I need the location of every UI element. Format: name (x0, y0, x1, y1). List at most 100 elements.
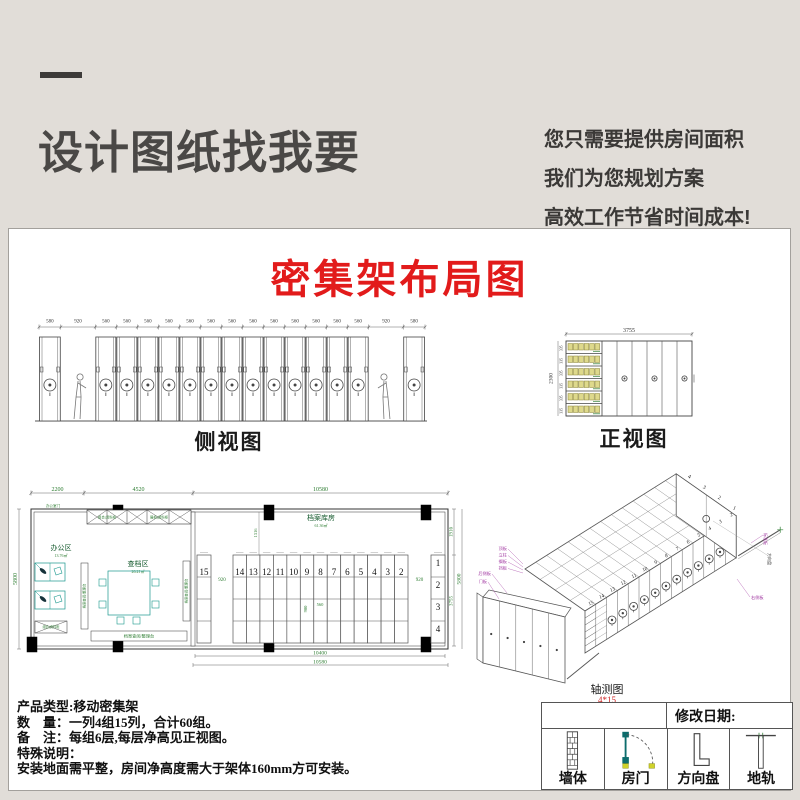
line-shape (168, 509, 192, 525)
rect-shape (238, 366, 242, 373)
circle-shape (693, 561, 703, 570)
column-number: 4 (372, 567, 377, 577)
legend-label-wheel: 方向盘 (677, 772, 720, 787)
front-width-dim: 3755 (623, 328, 635, 334)
circle-shape (246, 378, 260, 392)
front-layer-dim: 335 (560, 383, 564, 389)
rect-shape (243, 366, 247, 373)
iso-row-number: 3 (702, 484, 707, 491)
circle-shape (610, 618, 614, 622)
column-number: 9 (305, 567, 310, 577)
rect-shape (259, 366, 263, 373)
column-number: 14 (235, 567, 245, 577)
sheet-title: 密集架布局图 (270, 257, 529, 302)
line-shape (491, 573, 508, 594)
rect-shape (190, 511, 196, 647)
rect-shape (573, 380, 579, 388)
rect-shape (112, 366, 116, 373)
legend-cell-rail: 地轨 (730, 729, 792, 789)
rect-shape (201, 366, 205, 373)
iso-col-number: 6 (686, 539, 691, 546)
line-shape (712, 520, 768, 556)
line-shape (34, 620, 68, 634)
circle-shape (351, 378, 365, 392)
row-number: 4 (436, 624, 441, 634)
rect-shape (420, 504, 432, 521)
iso-col-number: 14 (598, 593, 605, 601)
circle-shape (490, 632, 493, 636)
column-number: 2 (399, 567, 404, 577)
circle-shape (225, 378, 239, 392)
line-shape (146, 509, 170, 525)
circle-shape (651, 375, 658, 382)
circle-shape (314, 383, 318, 387)
room-area: 13.76㎡ (55, 552, 68, 558)
iso-part-label: 右侧板 (751, 594, 764, 601)
circle-shape (412, 383, 416, 387)
circle-shape (330, 378, 344, 392)
column-number: 12 (262, 567, 271, 577)
line-shape (690, 332, 694, 336)
note-line-1: 产品类型:移动密集架 (17, 699, 139, 714)
line-shape (37, 325, 41, 329)
line-shape (126, 509, 148, 525)
rect-shape (86, 509, 192, 525)
circle-shape (335, 383, 339, 387)
side-dim-label: 560 (123, 320, 131, 325)
line-shape (737, 529, 781, 557)
iso-part-label: 顶板 (499, 545, 508, 552)
wall-icon (566, 731, 579, 770)
legend-label-wall: 墙体 (558, 772, 587, 787)
column-number: 13 (249, 567, 259, 577)
circle-shape (683, 377, 686, 380)
line-shape (738, 532, 781, 560)
circle-shape (621, 611, 625, 615)
iso-col-number: 2 (729, 512, 734, 519)
tagline-line-1: 您只需要提供房间面积 (544, 129, 744, 151)
rect-shape (594, 405, 600, 413)
circle-shape (167, 383, 171, 387)
tagline-line-2: 我们为您规划方案 (544, 168, 704, 190)
rect-shape (117, 366, 121, 373)
line-shape (106, 509, 128, 525)
iso-col-number: 4 (708, 525, 713, 532)
line-shape (346, 325, 350, 329)
rect-shape (180, 366, 184, 373)
circle-shape (183, 378, 197, 392)
legend-table: 修改日期: 墙体 (541, 702, 793, 790)
circle-shape (718, 550, 722, 554)
front-layer-dim: 335 (560, 358, 564, 364)
side-dim-label: 920 (382, 320, 390, 325)
circle-shape (653, 591, 657, 595)
rect-shape (98, 600, 107, 609)
circle-shape (293, 383, 297, 387)
circle-shape (686, 571, 689, 574)
rect-shape (138, 366, 142, 373)
legend-symbol-row: 墙体 房门 (542, 729, 792, 789)
line-shape (261, 325, 266, 329)
line-shape (423, 325, 427, 329)
line-shape (539, 484, 692, 580)
rect-shape (567, 368, 573, 376)
line-shape (59, 325, 63, 329)
column-number: 10 (289, 567, 299, 577)
rect-shape (306, 366, 310, 373)
line-shape (507, 561, 524, 571)
person-figure (73, 380, 87, 420)
line-shape (325, 325, 329, 329)
line-shape (595, 625, 607, 633)
rect-shape (578, 355, 584, 363)
rect-shape (589, 343, 595, 351)
circle-shape (204, 378, 218, 392)
rect-shape (133, 366, 137, 373)
rail-icon (746, 732, 777, 769)
iso-col-number: 3 (718, 519, 723, 526)
cabinet-label: 展柜(资料柜 (150, 515, 169, 520)
iso-part-label: 立柱 (499, 552, 508, 559)
rect-shape (567, 343, 573, 351)
rect-shape (327, 366, 331, 373)
rect-shape (573, 405, 579, 413)
row-number: 3 (436, 602, 441, 612)
